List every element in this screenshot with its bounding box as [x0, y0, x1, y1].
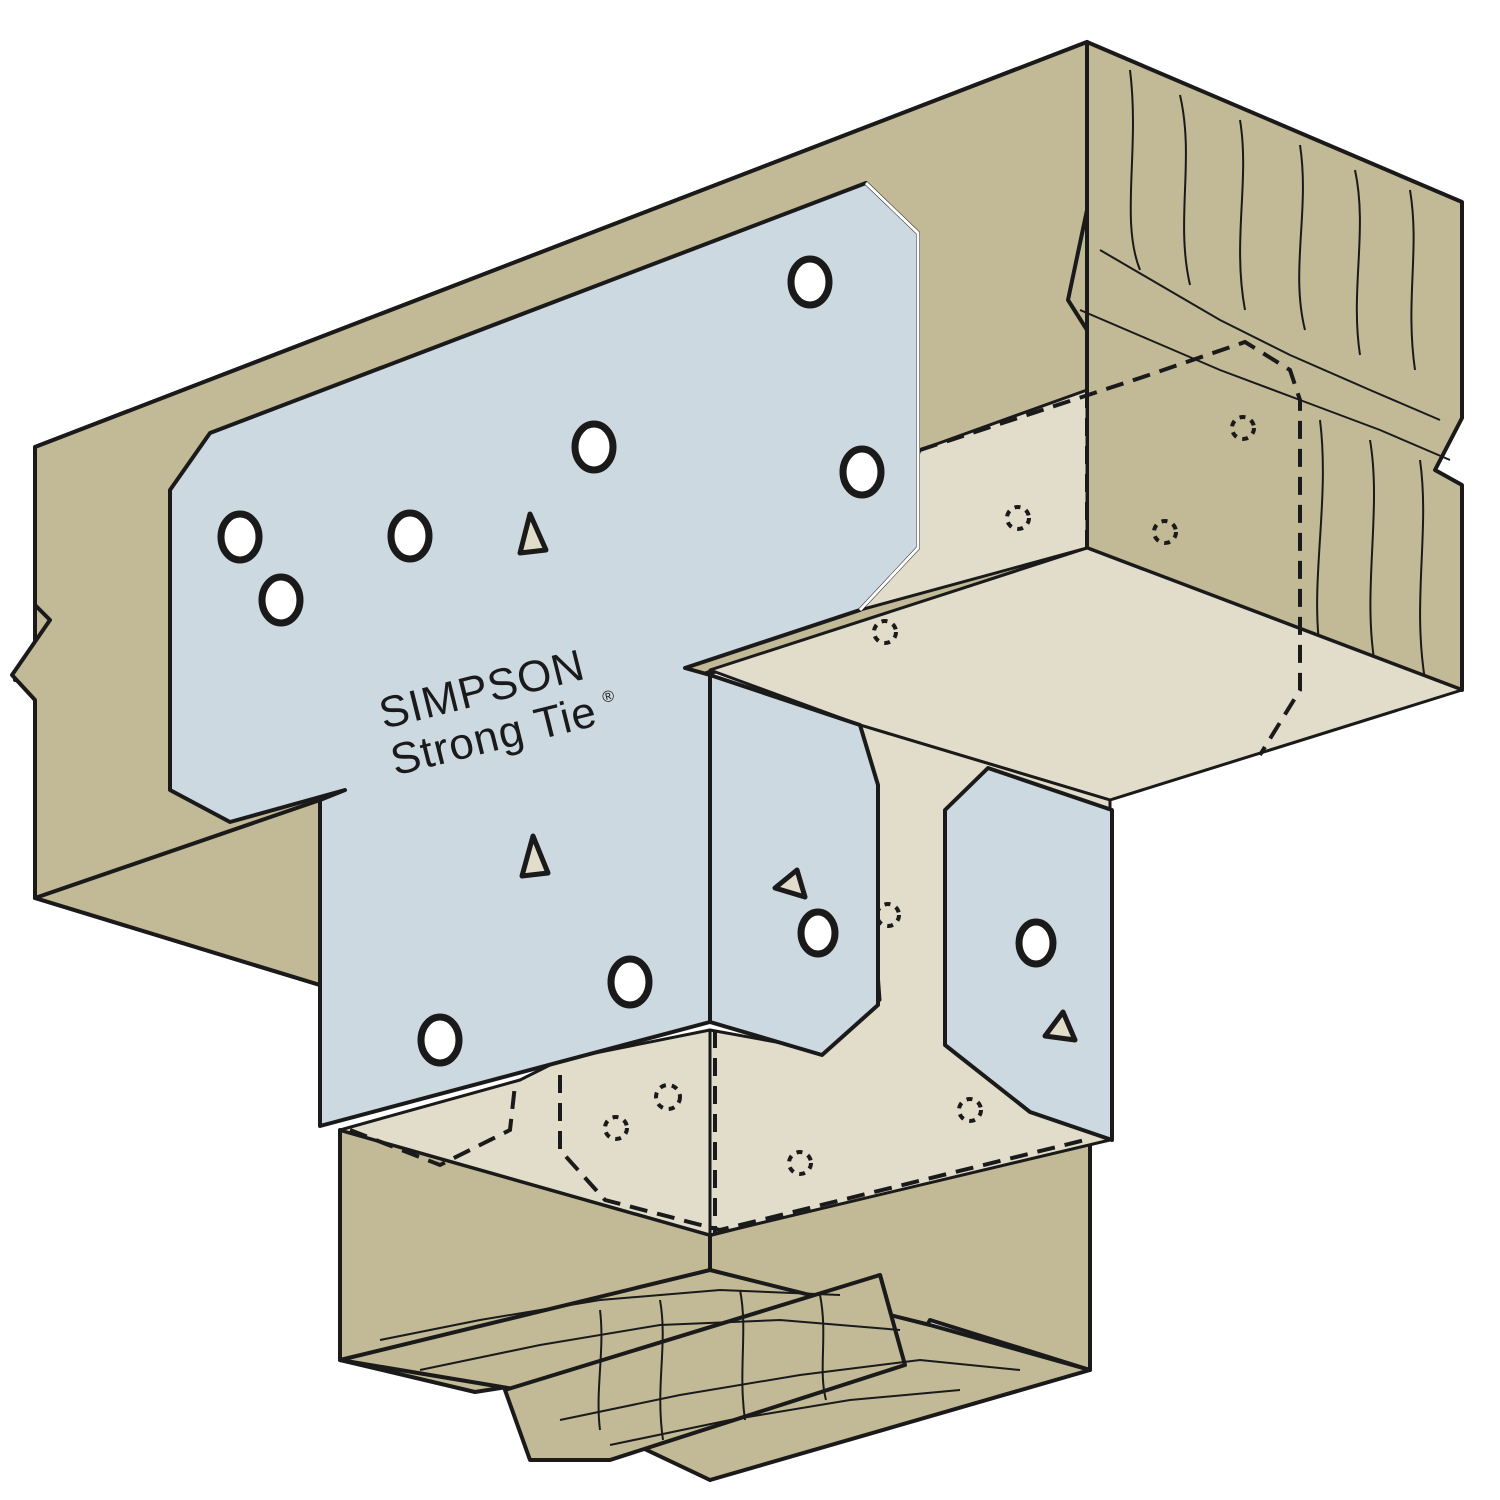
- bolt-hole-icon: [417, 1013, 463, 1067]
- bolt-hole-icon: [387, 509, 433, 563]
- nail-hole-icon: [519, 833, 551, 879]
- bolt-hole-icon: [787, 255, 833, 309]
- beam-end-grain-lines: [1079, 69, 1451, 681]
- bolt-hole-icon: [607, 955, 653, 1009]
- nail-hole-icon: [1042, 1009, 1078, 1043]
- bolt-hole-icon: [797, 908, 839, 958]
- bolt-hole-icon: [217, 510, 263, 564]
- nail-hole-icon: [517, 511, 549, 556]
- connector-side-flange: [708, 673, 880, 1057]
- hidden-plate-outlines: [349, 339, 1302, 1235]
- bolt-hole-icon: [1015, 918, 1057, 968]
- bolt-hole-icon: [571, 420, 617, 474]
- bolt-holes: [217, 255, 1057, 1067]
- steel-connector: [168, 181, 1114, 1142]
- post-end-grain-lines: [379, 1288, 1021, 1446]
- nail-hole-icon: [772, 867, 808, 900]
- registered-mark: ®: [601, 687, 617, 706]
- bolt-hole-icon: [839, 445, 885, 499]
- bolt-hole-icon: [258, 573, 304, 627]
- hidden-nail-holes: [603, 415, 1256, 1176]
- nail-holes: [517, 511, 1078, 1043]
